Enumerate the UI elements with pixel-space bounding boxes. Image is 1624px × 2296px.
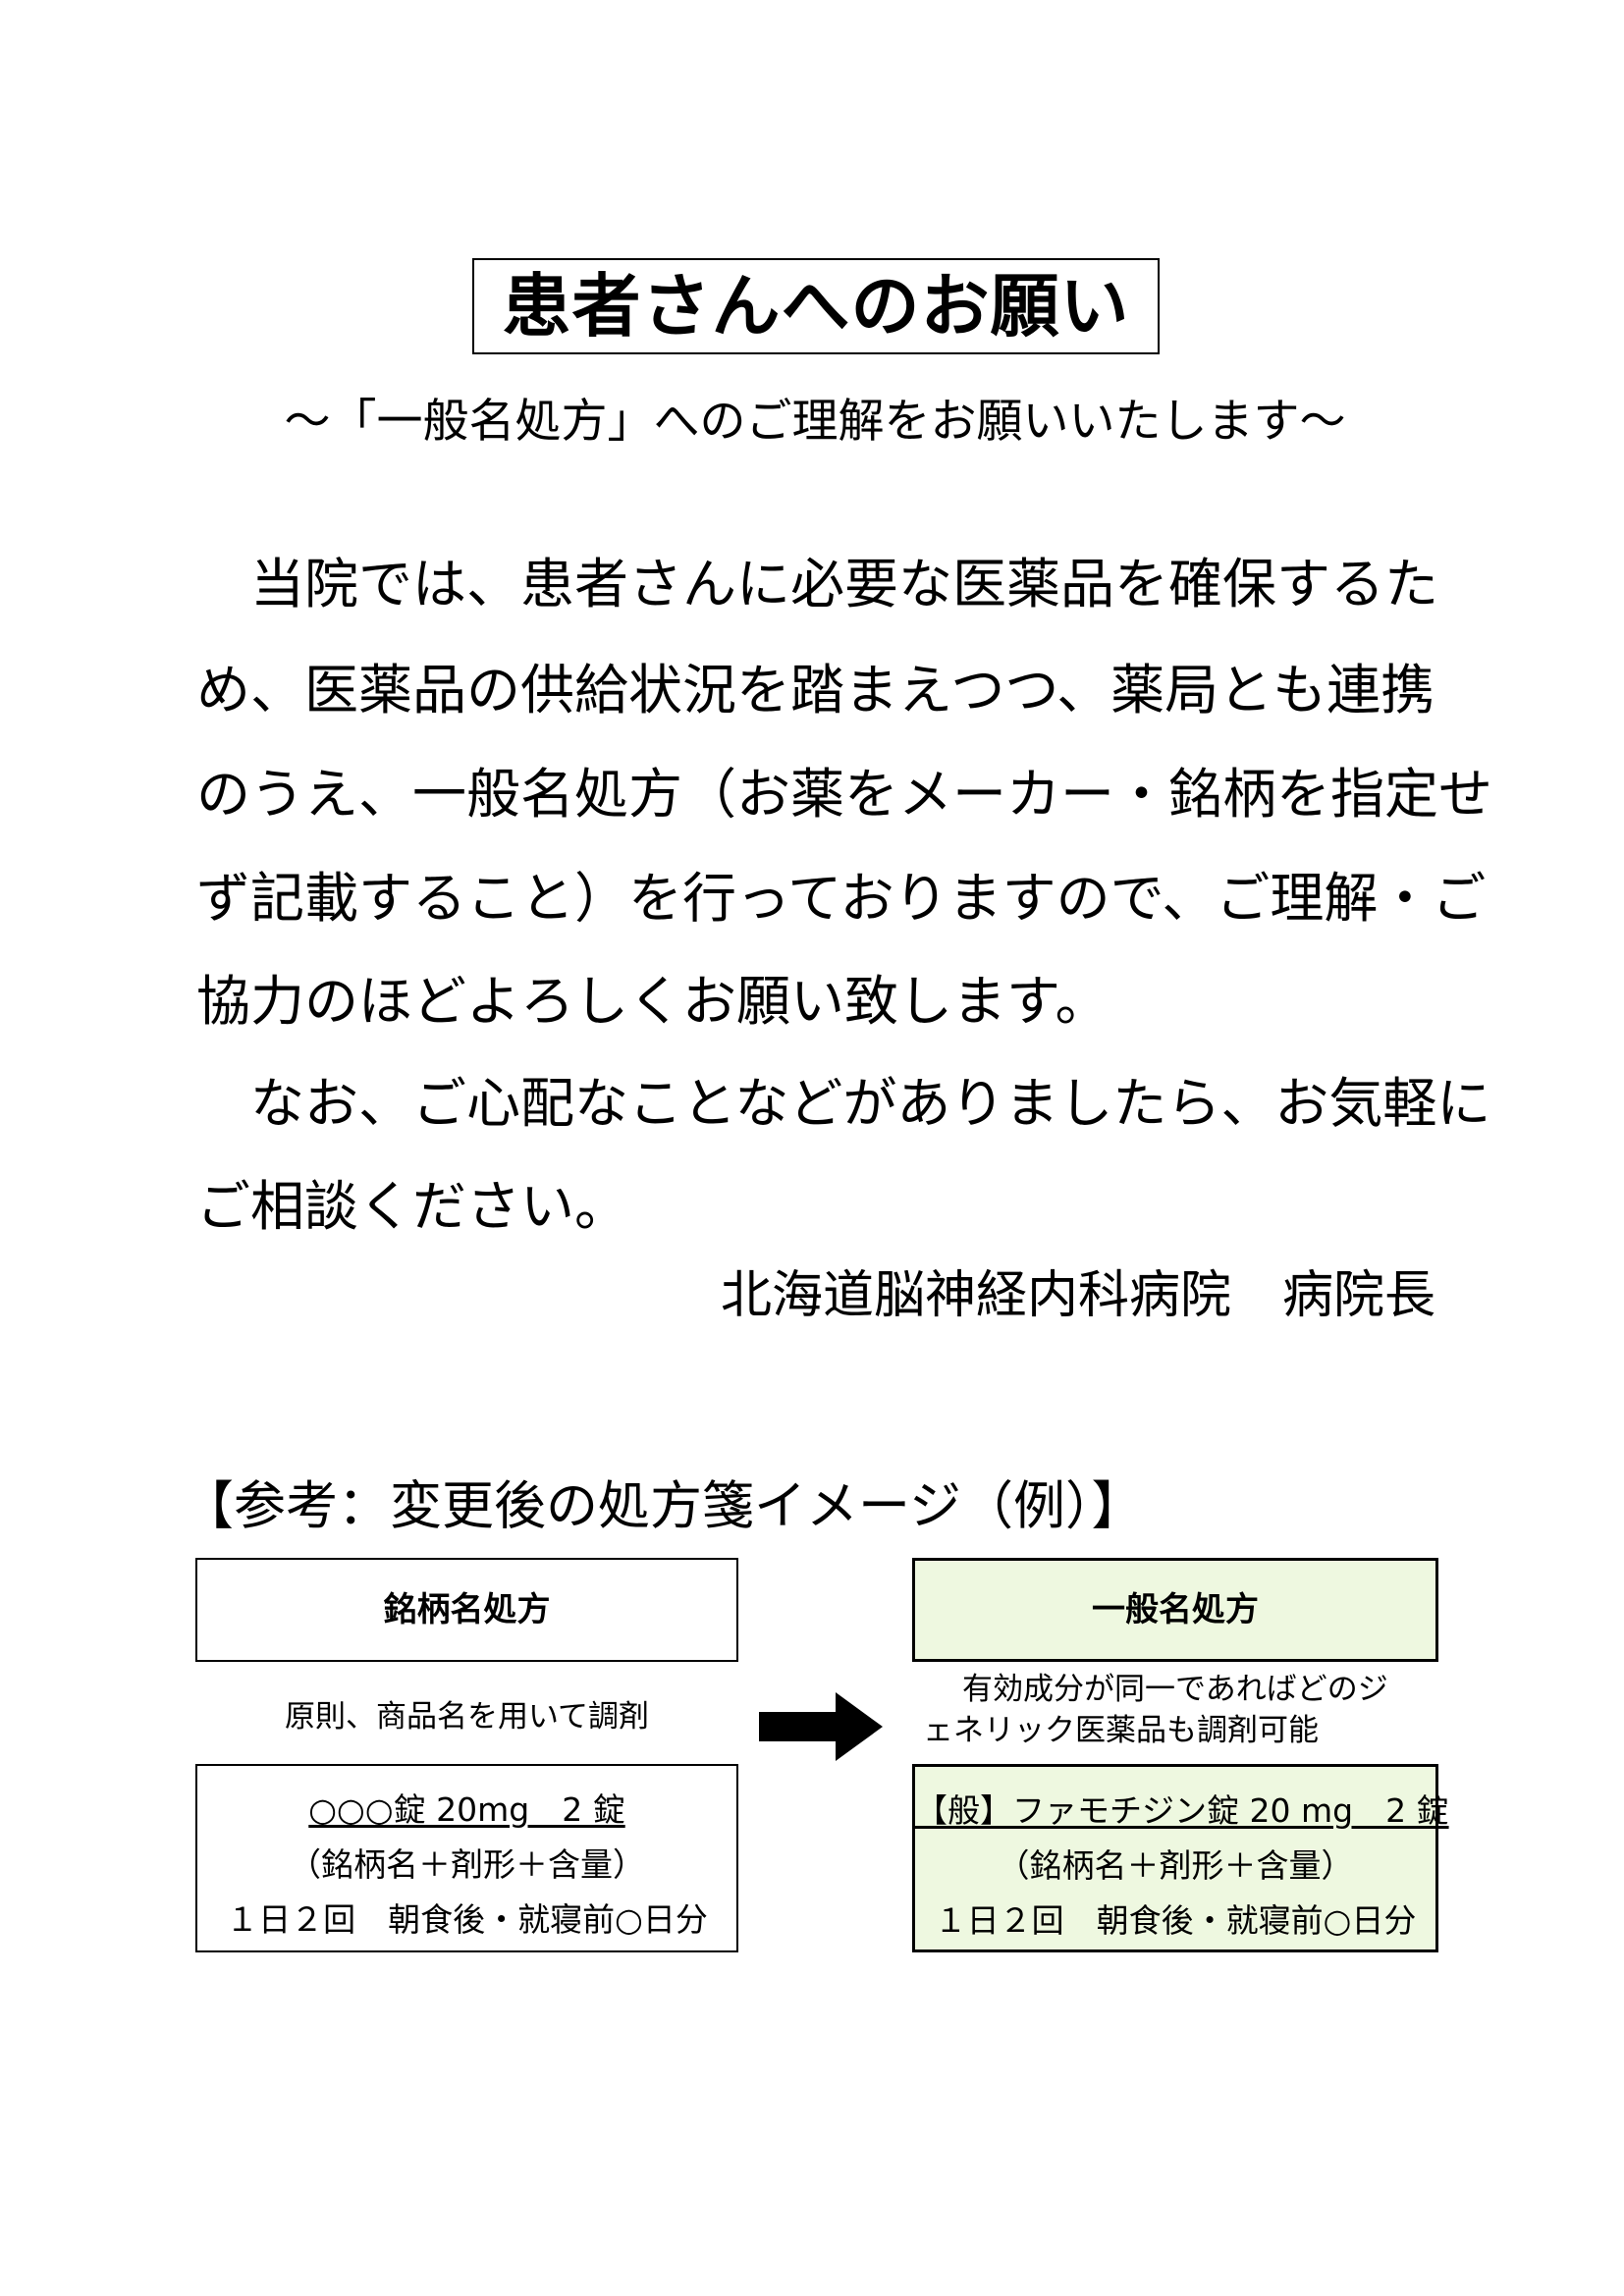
body-line: ご相談ください。 xyxy=(196,1175,629,1238)
body-line: 協力のほどよろしくお願い致します。 xyxy=(196,970,1110,1033)
generic-name-prescription-label: 一般名処方 xyxy=(1092,1590,1259,1629)
brand-name-prescription-example: ○○○錠 20mg 2 錠 （銘柄名＋剤形＋含量） １日２回 朝食後・就寝前○日… xyxy=(195,1764,738,1952)
prescription-form: （銘柄名＋剤形＋含量） xyxy=(289,1845,645,1884)
prescription-drug: ○○○錠 20mg 2 錠 xyxy=(197,1784,736,1831)
prescription-drug: 【般】ファモチジン錠 20 mg 2 錠 xyxy=(915,1785,1449,1832)
page-title: 患者さんへのお願い xyxy=(472,258,1160,354)
subtitle: ～「一般名処方」へのご理解をお願いいたします～ xyxy=(284,395,1346,449)
generic-name-note: 有効成分が同一であればどのジ ェネリック医薬品も調剤可能 xyxy=(923,1669,1434,1751)
generic-name-prescription-header: 一般名処方 xyxy=(912,1558,1438,1662)
generic-name-prescription-example: 【般】ファモチジン錠 20 mg 2 錠 （銘柄名＋剤形＋含量） １日２回 朝食… xyxy=(912,1764,1449,1952)
body-line: め、医薬品の供給状況を踏まえつつ、薬局とも連携 xyxy=(196,659,1435,721)
prescription-drug-text: ○○○錠 20mg 2 錠 xyxy=(308,1790,625,1829)
prescription-form: （銘柄名＋剤形＋含量） xyxy=(997,1846,1354,1885)
brand-name-prescription-header: 銘柄名処方 xyxy=(195,1558,738,1662)
generic-name-note-line: ェネリック医薬品も調剤可能 xyxy=(923,1713,1319,1748)
body-line: ず記載すること）を行っておりますので、ご理解・ご xyxy=(196,867,1487,930)
prescription-drug-text: 【般】ファモチジン錠 20 mg 2 錠 xyxy=(915,1791,1449,1830)
generic-name-note-line: 有効成分が同一であればどのジ xyxy=(962,1672,1388,1707)
brand-name-prescription-label: 銘柄名処方 xyxy=(383,1590,551,1629)
arrow-right-icon xyxy=(759,1692,883,1761)
signature: 北海道脳神経内科病院 病院長 xyxy=(720,1266,1435,1325)
body-line: なお、ご心配なことなどがありましたら、お気軽に xyxy=(196,1072,1491,1135)
prescription-dosage: １日２回 朝食後・就寝前○日分 xyxy=(226,1900,708,1939)
brand-name-note: 原則、商品名を用いて調剤 xyxy=(284,1699,650,1735)
reference-heading: 【参考：変更後の処方箋イメージ（例）】 xyxy=(182,1476,1144,1536)
prescription-dosage: １日２回 朝食後・就寝前○日分 xyxy=(934,1901,1417,1940)
body-line: のうえ、一般名処方（お薬をメーカー・銘柄を指定せ xyxy=(196,763,1493,826)
body-line: 当院では、患者さんに必要な医薬品を確保するた xyxy=(196,553,1439,615)
